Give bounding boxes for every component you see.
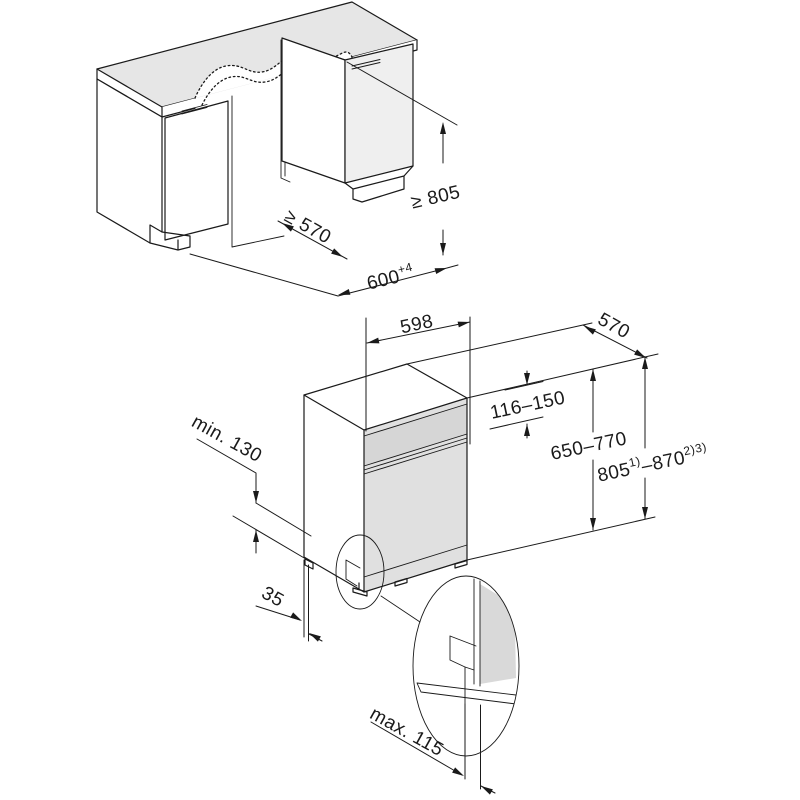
ext-width	[365, 316, 471, 445]
middle-foot	[394, 577, 408, 587]
torn-edge-wave-outer	[194, 51, 353, 99]
dim-niche-depth: ≥ 570	[277, 206, 348, 260]
dim-label-niche-width: 600+4	[364, 260, 416, 295]
appliance-control-panel	[364, 404, 467, 466]
right-cabinet-side	[282, 38, 345, 183]
ext-panel-top-stub	[504, 381, 544, 391]
niche-drawing: ≥ 570 600+4 ≥ 805	[96, 1, 462, 297]
dim-label-rear-offset: 35	[258, 583, 288, 612]
dim-label-plinth-height-min: min. 130	[188, 411, 265, 467]
countertop-back-edge	[96, 1, 418, 70]
front-left-foot	[352, 582, 368, 597]
ext-top-edge	[466, 353, 659, 399]
ext-floor	[466, 516, 656, 561]
appliance-drawing: 598 570 116–150 650–770	[188, 309, 708, 795]
right-cabinet-plinth	[344, 165, 414, 203]
countertop-band-left	[162, 98, 195, 117]
appliance-side-face	[304, 395, 364, 592]
ext-panel-bottom	[489, 416, 544, 430]
left-cabinet-handle-groove	[181, 104, 208, 115]
door-bottom-line	[363, 544, 468, 578]
dim-appliance-depth: 570	[582, 309, 648, 359]
appliance-top-face	[304, 364, 467, 430]
left-cabinet-side-edges	[96, 78, 163, 244]
plinth-notch	[345, 559, 361, 587]
dim-niche-width: 600+4	[189, 253, 459, 297]
niche-left-wall-and-floor	[231, 95, 285, 248]
dim-plinth-depth-max: max. 115	[366, 703, 496, 795]
appliance-top-trim-line	[363, 403, 468, 437]
countertop-surface	[97, 2, 417, 107]
right-foot	[454, 559, 468, 569]
dim-label-niche-height: ≥ 805	[409, 182, 462, 214]
ext-depth-back	[406, 322, 593, 365]
dim-label-plinth-depth-max: max. 115	[366, 703, 447, 761]
countertop-left-edge	[96, 68, 163, 108]
left-cabinet-door-edges	[164, 100, 229, 241]
dim-label-width: 598	[398, 311, 435, 338]
appliance-side-edges	[303, 394, 365, 593]
dim-appliance-width: 598	[366, 311, 471, 344]
dim-rear-offset: 35	[255, 559, 323, 642]
dim-label-furniture-panel-height: 650–770	[549, 428, 629, 465]
left-cabinet-door	[165, 101, 228, 240]
right-cabinet-front	[345, 44, 413, 183]
left-cabinet-side	[97, 79, 162, 243]
detail-leader-line	[380, 595, 421, 623]
left-cabinet-plinth	[149, 231, 191, 251]
dim-plinth-height-min: min. 130	[188, 411, 312, 563]
detail-source-ellipse	[335, 534, 385, 610]
detail-magnified-ellipse	[412, 575, 520, 757]
dim-label-niche-depth: ≥ 570	[281, 206, 335, 249]
dim-label-panel-top-range: 116–150	[488, 387, 567, 423]
control-panel-lines	[363, 433, 468, 475]
dim-label-depth: 570	[594, 309, 633, 343]
dim-panel-top-range: 116–150	[488, 370, 567, 439]
